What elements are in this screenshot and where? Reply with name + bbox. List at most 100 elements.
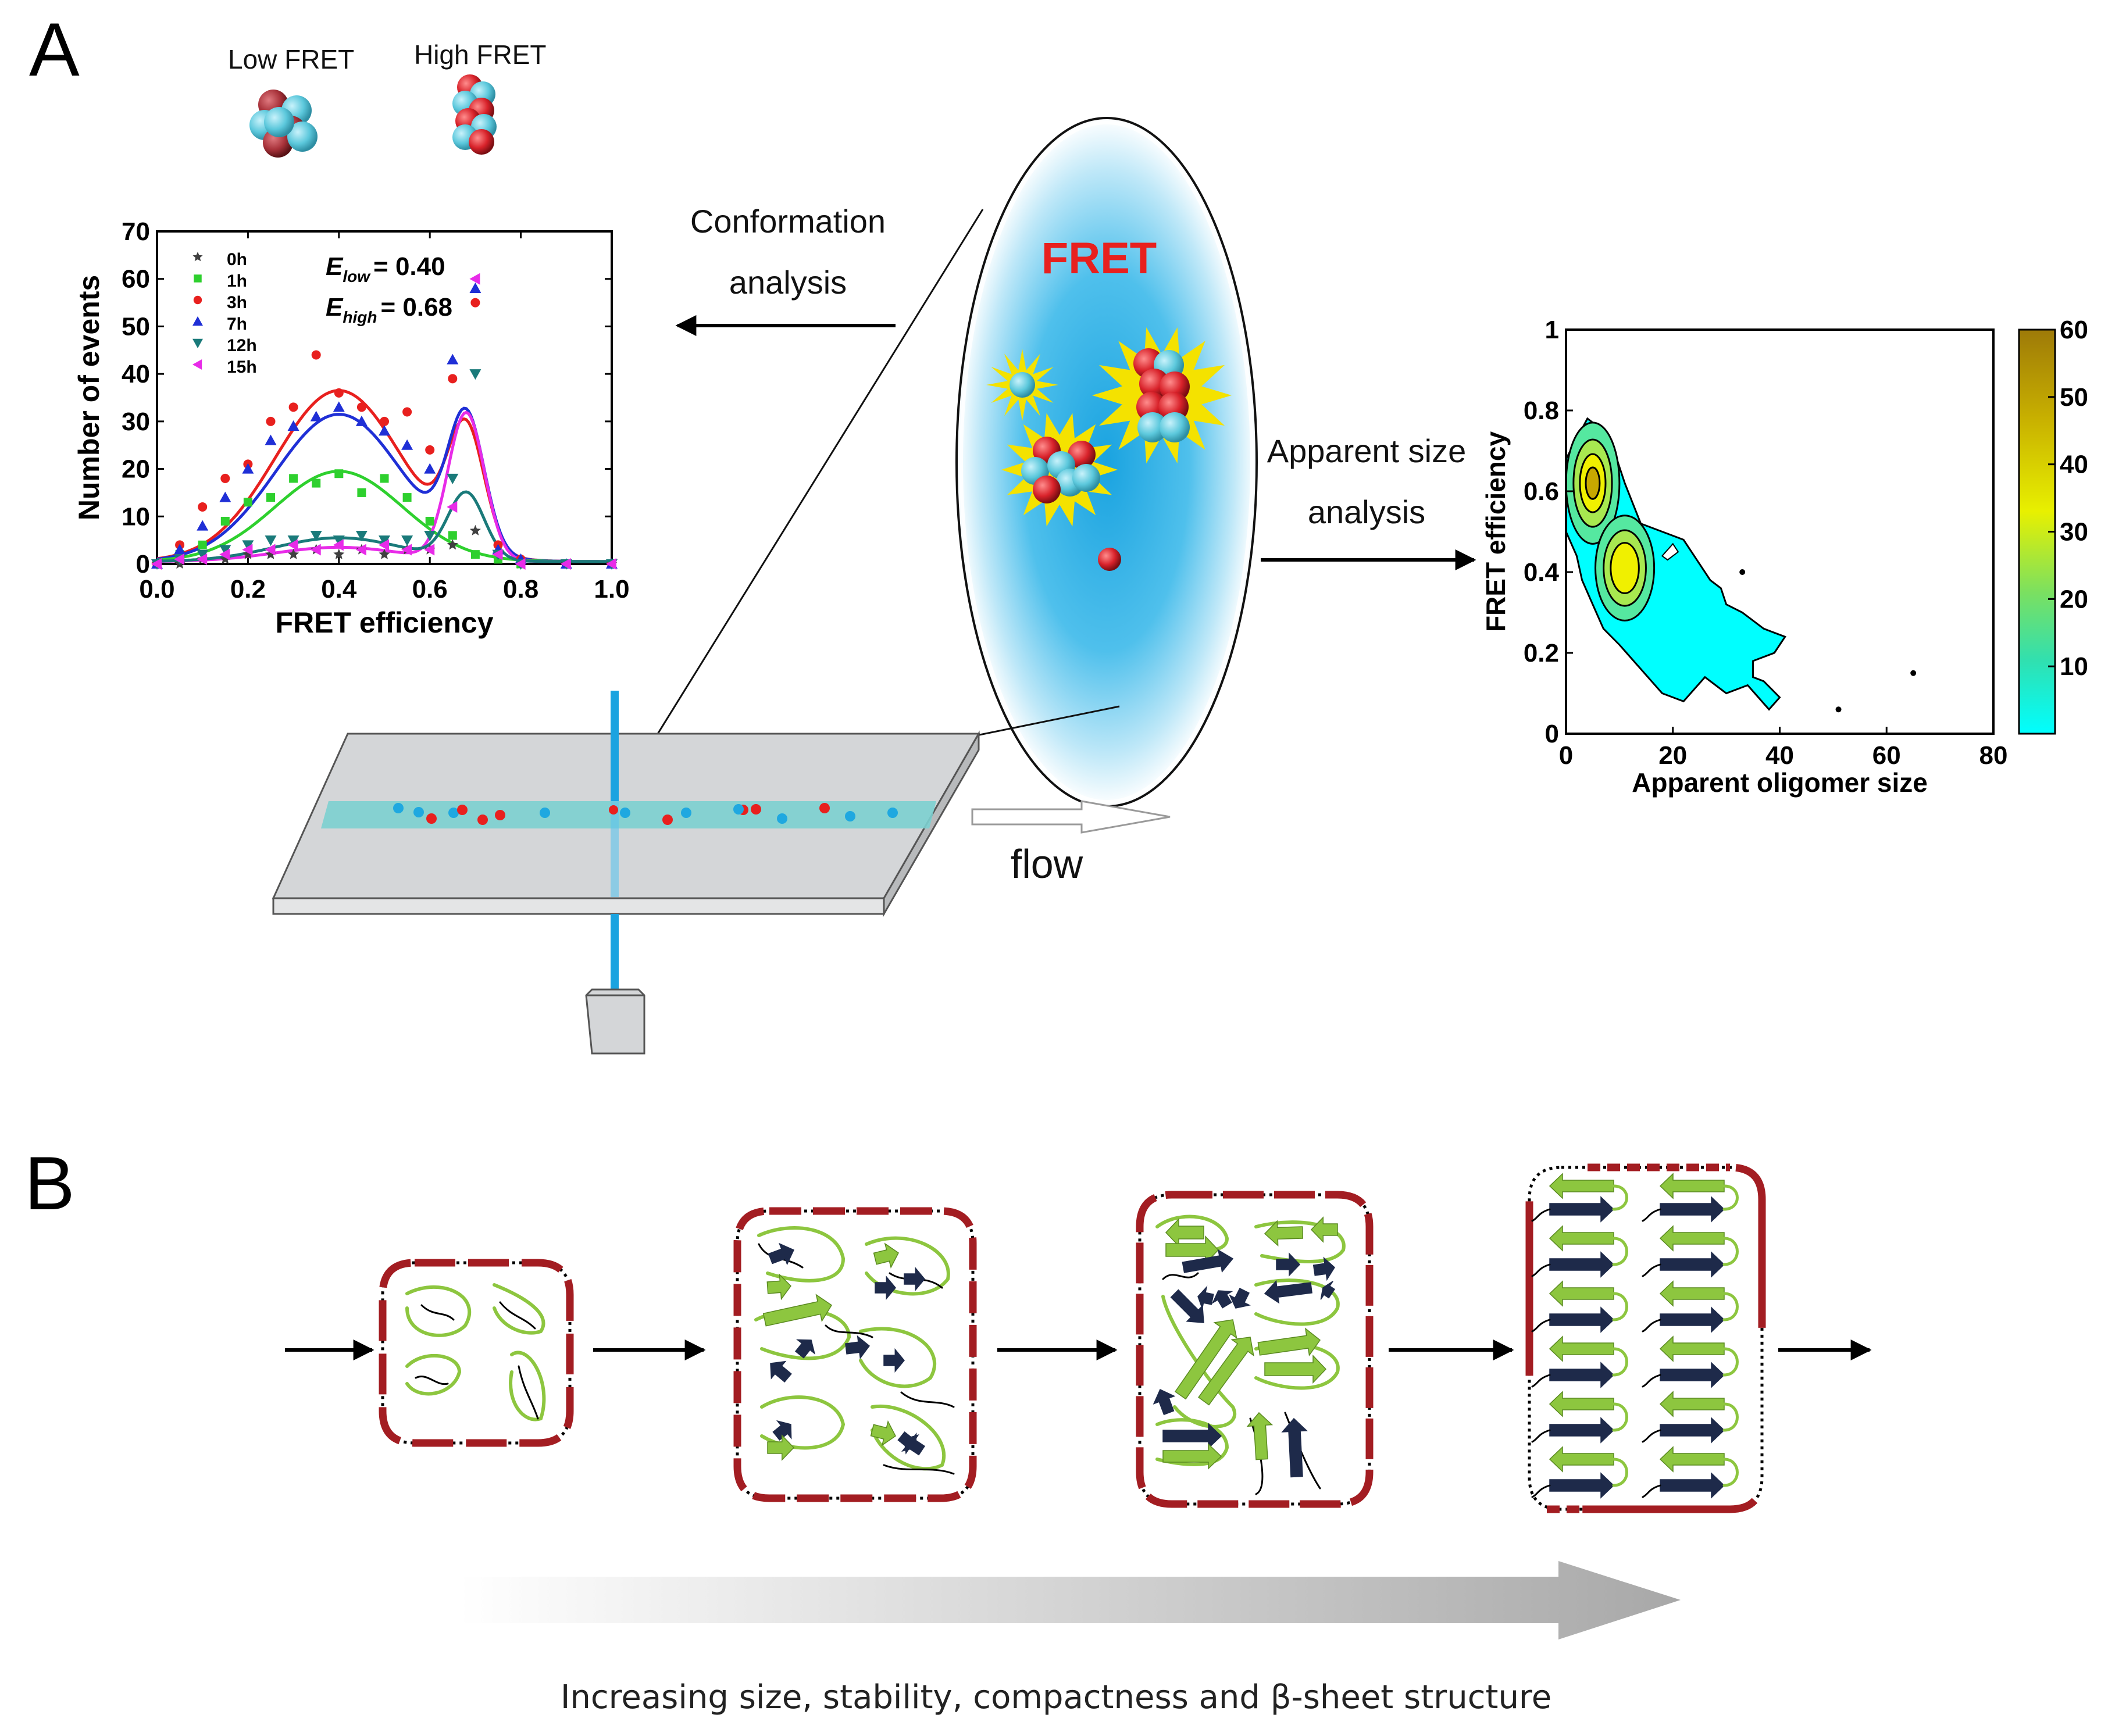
- conformation-analysis-label-1: Conformation: [690, 203, 886, 240]
- low-fret-oligomer-icon: [249, 90, 318, 158]
- black-coil: [1642, 1484, 1661, 1498]
- point-3h: [311, 350, 321, 360]
- point-0h: [219, 553, 231, 564]
- beta-strand-arrow: [1659, 1446, 1725, 1473]
- point-7h: [242, 463, 254, 474]
- colorbar-tick-label: 20: [2060, 585, 2088, 613]
- beta-strand-arrow: [1660, 1306, 1725, 1333]
- point-12h: [242, 540, 254, 551]
- point-12h: [469, 369, 481, 380]
- heatmap-outlier-dot: [1835, 706, 1842, 713]
- series-15h: [151, 273, 616, 570]
- channel-particle: [413, 807, 424, 817]
- chart1-frame: [156, 230, 613, 565]
- beta-strand-arrow: [1549, 1446, 1614, 1473]
- beta-strand-arrow: [904, 1267, 925, 1291]
- point-12h: [197, 549, 209, 560]
- point-1h: [402, 493, 412, 502]
- chart1-ylabel: Number of events: [73, 275, 105, 520]
- chart2-ytick-label: 0.8: [1524, 397, 1559, 425]
- chart1-ytick-label: 40: [122, 360, 150, 388]
- beta-strand-arrow: [1549, 1362, 1615, 1388]
- green-loop: [871, 1404, 946, 1471]
- black-coil: [1531, 1484, 1551, 1498]
- channel-particle: [733, 804, 744, 815]
- black-coil: [420, 1304, 455, 1321]
- black-coil: [1531, 1208, 1551, 1222]
- chart2-xtick-label: 60: [1872, 741, 1901, 770]
- point-7h: [379, 425, 390, 436]
- point-15h: [492, 548, 503, 560]
- beta-strand-arrow: [1312, 1256, 1335, 1281]
- beta-strand-arrow: [766, 1273, 791, 1301]
- point-15h: [265, 544, 276, 556]
- green-loop: [1722, 1237, 1739, 1266]
- green-loop: [493, 1283, 545, 1335]
- legend-label-7h: 7h: [227, 315, 247, 334]
- point-0h: [379, 548, 390, 559]
- green-loop: [1722, 1292, 1739, 1321]
- beta-strand-arrow: [870, 1420, 896, 1446]
- fret-detection-ellipse: [955, 117, 1258, 808]
- point-0h: [265, 548, 276, 559]
- beta-strand-arrow: [1174, 1319, 1237, 1400]
- point-3h: [402, 407, 412, 417]
- chart1-xtick-label: 1.0: [594, 575, 629, 603]
- black-coil: [415, 1376, 449, 1385]
- point-1h: [266, 493, 275, 502]
- point-7h: [447, 353, 459, 365]
- chart2-xtick-label: 20: [1658, 741, 1687, 770]
- beta-strand-arrow: [1549, 1251, 1615, 1278]
- channel-particle: [477, 815, 488, 825]
- black-coil: [1162, 1272, 1199, 1280]
- oligomer-box-protected: [1136, 1191, 1374, 1508]
- beta-strand-arrow: [1170, 1289, 1204, 1323]
- point-3h: [198, 502, 208, 512]
- black-coil: [518, 1365, 539, 1420]
- flow-arrow: [971, 800, 1171, 834]
- chart2-ylabel: FRET efficiency: [1481, 431, 1511, 633]
- beta-strand-arrow: [1659, 1280, 1725, 1307]
- progression-caption: Increasing size, stability, compactness …: [561, 1678, 1551, 1716]
- point-0h: [242, 548, 254, 559]
- chart2-xlabel: Apparent oligomer size: [1632, 767, 1928, 798]
- green-loop: [1155, 1418, 1229, 1466]
- point-1h: [312, 478, 321, 488]
- acceptor-monomer: [1098, 548, 1121, 571]
- black-coil: [1531, 1374, 1551, 1388]
- panel-b-label: B: [24, 1141, 75, 1226]
- green-loop: [1722, 1184, 1739, 1211]
- point-0h: [447, 539, 458, 550]
- channel-particle: [662, 815, 673, 825]
- beta-strand-arrow: [1660, 1417, 1725, 1444]
- point-15h: [469, 273, 480, 285]
- beta-strand-arrow: [1211, 1290, 1233, 1309]
- legend-label-12h: 12h: [227, 336, 257, 355]
- point-12h: [219, 545, 231, 556]
- low-fret-label: Low FRET: [228, 44, 354, 74]
- point-7h: [333, 401, 345, 412]
- green-loop: [1722, 1347, 1739, 1377]
- beta-strand-arrow: [1659, 1391, 1725, 1417]
- black-coil: [1531, 1319, 1551, 1333]
- point-15h: [379, 539, 389, 551]
- green-loop: [509, 1351, 546, 1421]
- oligomer-box-protected: [1525, 1163, 1766, 1513]
- beta-strand-arrow: [1165, 1235, 1219, 1265]
- black-coil: [499, 1301, 536, 1330]
- series-12h: [151, 369, 618, 570]
- heatmap-low-density-region: [1565, 417, 1786, 711]
- point-1h: [448, 531, 457, 540]
- point-3h: [288, 402, 298, 412]
- panel-a-label: A: [29, 7, 80, 92]
- point-15h: [174, 553, 185, 565]
- beta-strand-arrow: [1549, 1417, 1615, 1444]
- beta-strand-arrow: [1197, 1285, 1214, 1310]
- beta-strand-arrow: [1162, 1423, 1222, 1449]
- chart1-ytick-label: 0: [136, 550, 150, 578]
- point-3h: [266, 416, 276, 426]
- point-15h: [242, 544, 253, 556]
- point-3h: [334, 388, 344, 398]
- heatmap-outlier-dot: [1739, 569, 1746, 575]
- high-fret-oligomer-spark: [1092, 327, 1232, 463]
